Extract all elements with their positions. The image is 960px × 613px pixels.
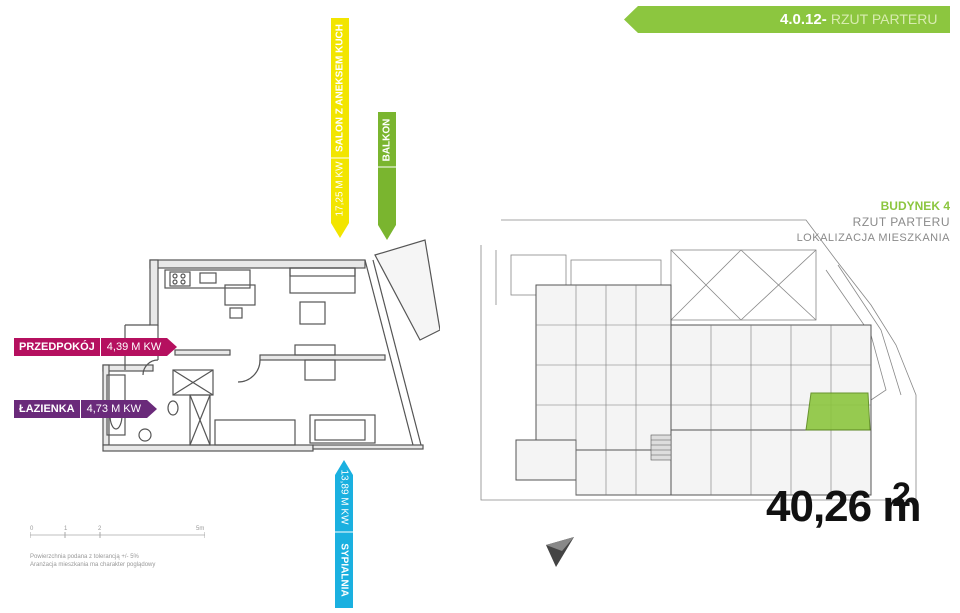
- header-banner: [624, 6, 950, 33]
- salon-name-box: SALON Z ANEKSEM KUCH: [331, 18, 349, 158]
- floor-label: RZUT PARTERU: [852, 215, 950, 229]
- building-label: BUDYNEK 4: [880, 199, 950, 213]
- note-line-1: Powierzchnia podana z tolerancją +/- 5%: [30, 554, 139, 560]
- header-subtitle: RZUT PARTERU: [830, 11, 938, 27]
- highlighted-apartment: [805, 392, 871, 431]
- salon-area: 17,25 M KW: [334, 161, 346, 217]
- tag-przedpokoj: PRZEDPOKÓJ 4,39 M KW: [14, 338, 178, 356]
- building-site-plan: [480, 219, 917, 505]
- north-arrow-icon: [546, 537, 574, 567]
- tag-lazienka: ŁAZIENKA 4,73 M KW: [14, 400, 158, 418]
- scale-bar: [30, 532, 205, 538]
- sypialnia-area-box: 13,89 M KW: [335, 462, 353, 532]
- scale-label-1: 1: [64, 526, 68, 532]
- disclaimer-note: Powierzchnia podana z tolerancją +/- 5% …: [30, 553, 155, 569]
- note-line-2: Aranżacja mieszkania ma charakter pogląd…: [30, 562, 156, 568]
- scale-label-0: 0: [30, 526, 34, 532]
- sypialnia-name-box: SYPIALNIA: [335, 533, 353, 607]
- scale-label-5m: 5m: [196, 526, 205, 532]
- przedpokoj-area: 4,39 M KW: [99, 338, 168, 356]
- apartment-floor-plan: [102, 239, 440, 452]
- salon-name: SALON Z ANEKSEM KUCH: [334, 24, 346, 152]
- tag-balkon-shape: [378, 112, 396, 240]
- tag-salon-shape: [331, 18, 349, 238]
- sypialnia-area: 13,89 M KW: [338, 469, 350, 525]
- header-title: 4.0.12- RZUT PARTERU: [780, 11, 938, 28]
- total-area-unit: 2: [892, 476, 911, 514]
- lazienka-area: 4,73 M KW: [79, 400, 148, 418]
- scale-label-2: 2: [98, 526, 102, 532]
- tag-sypialnia-shape: [335, 460, 353, 608]
- sypialnia-name: SYPIALNIA: [338, 543, 350, 597]
- balkon-name: BALKON: [381, 118, 393, 161]
- przedpokoj-name: PRZEDPOKÓJ: [14, 338, 100, 356]
- total-area-value: 40,26 m: [766, 482, 921, 531]
- lazienka-name: ŁAZIENKA: [14, 400, 80, 418]
- location-label: LOKALIZACJA MIESZKANIA: [796, 232, 950, 244]
- salon-area-box: 17,25 M KW: [331, 158, 349, 220]
- balkon-name-box: BALKON: [378, 112, 396, 167]
